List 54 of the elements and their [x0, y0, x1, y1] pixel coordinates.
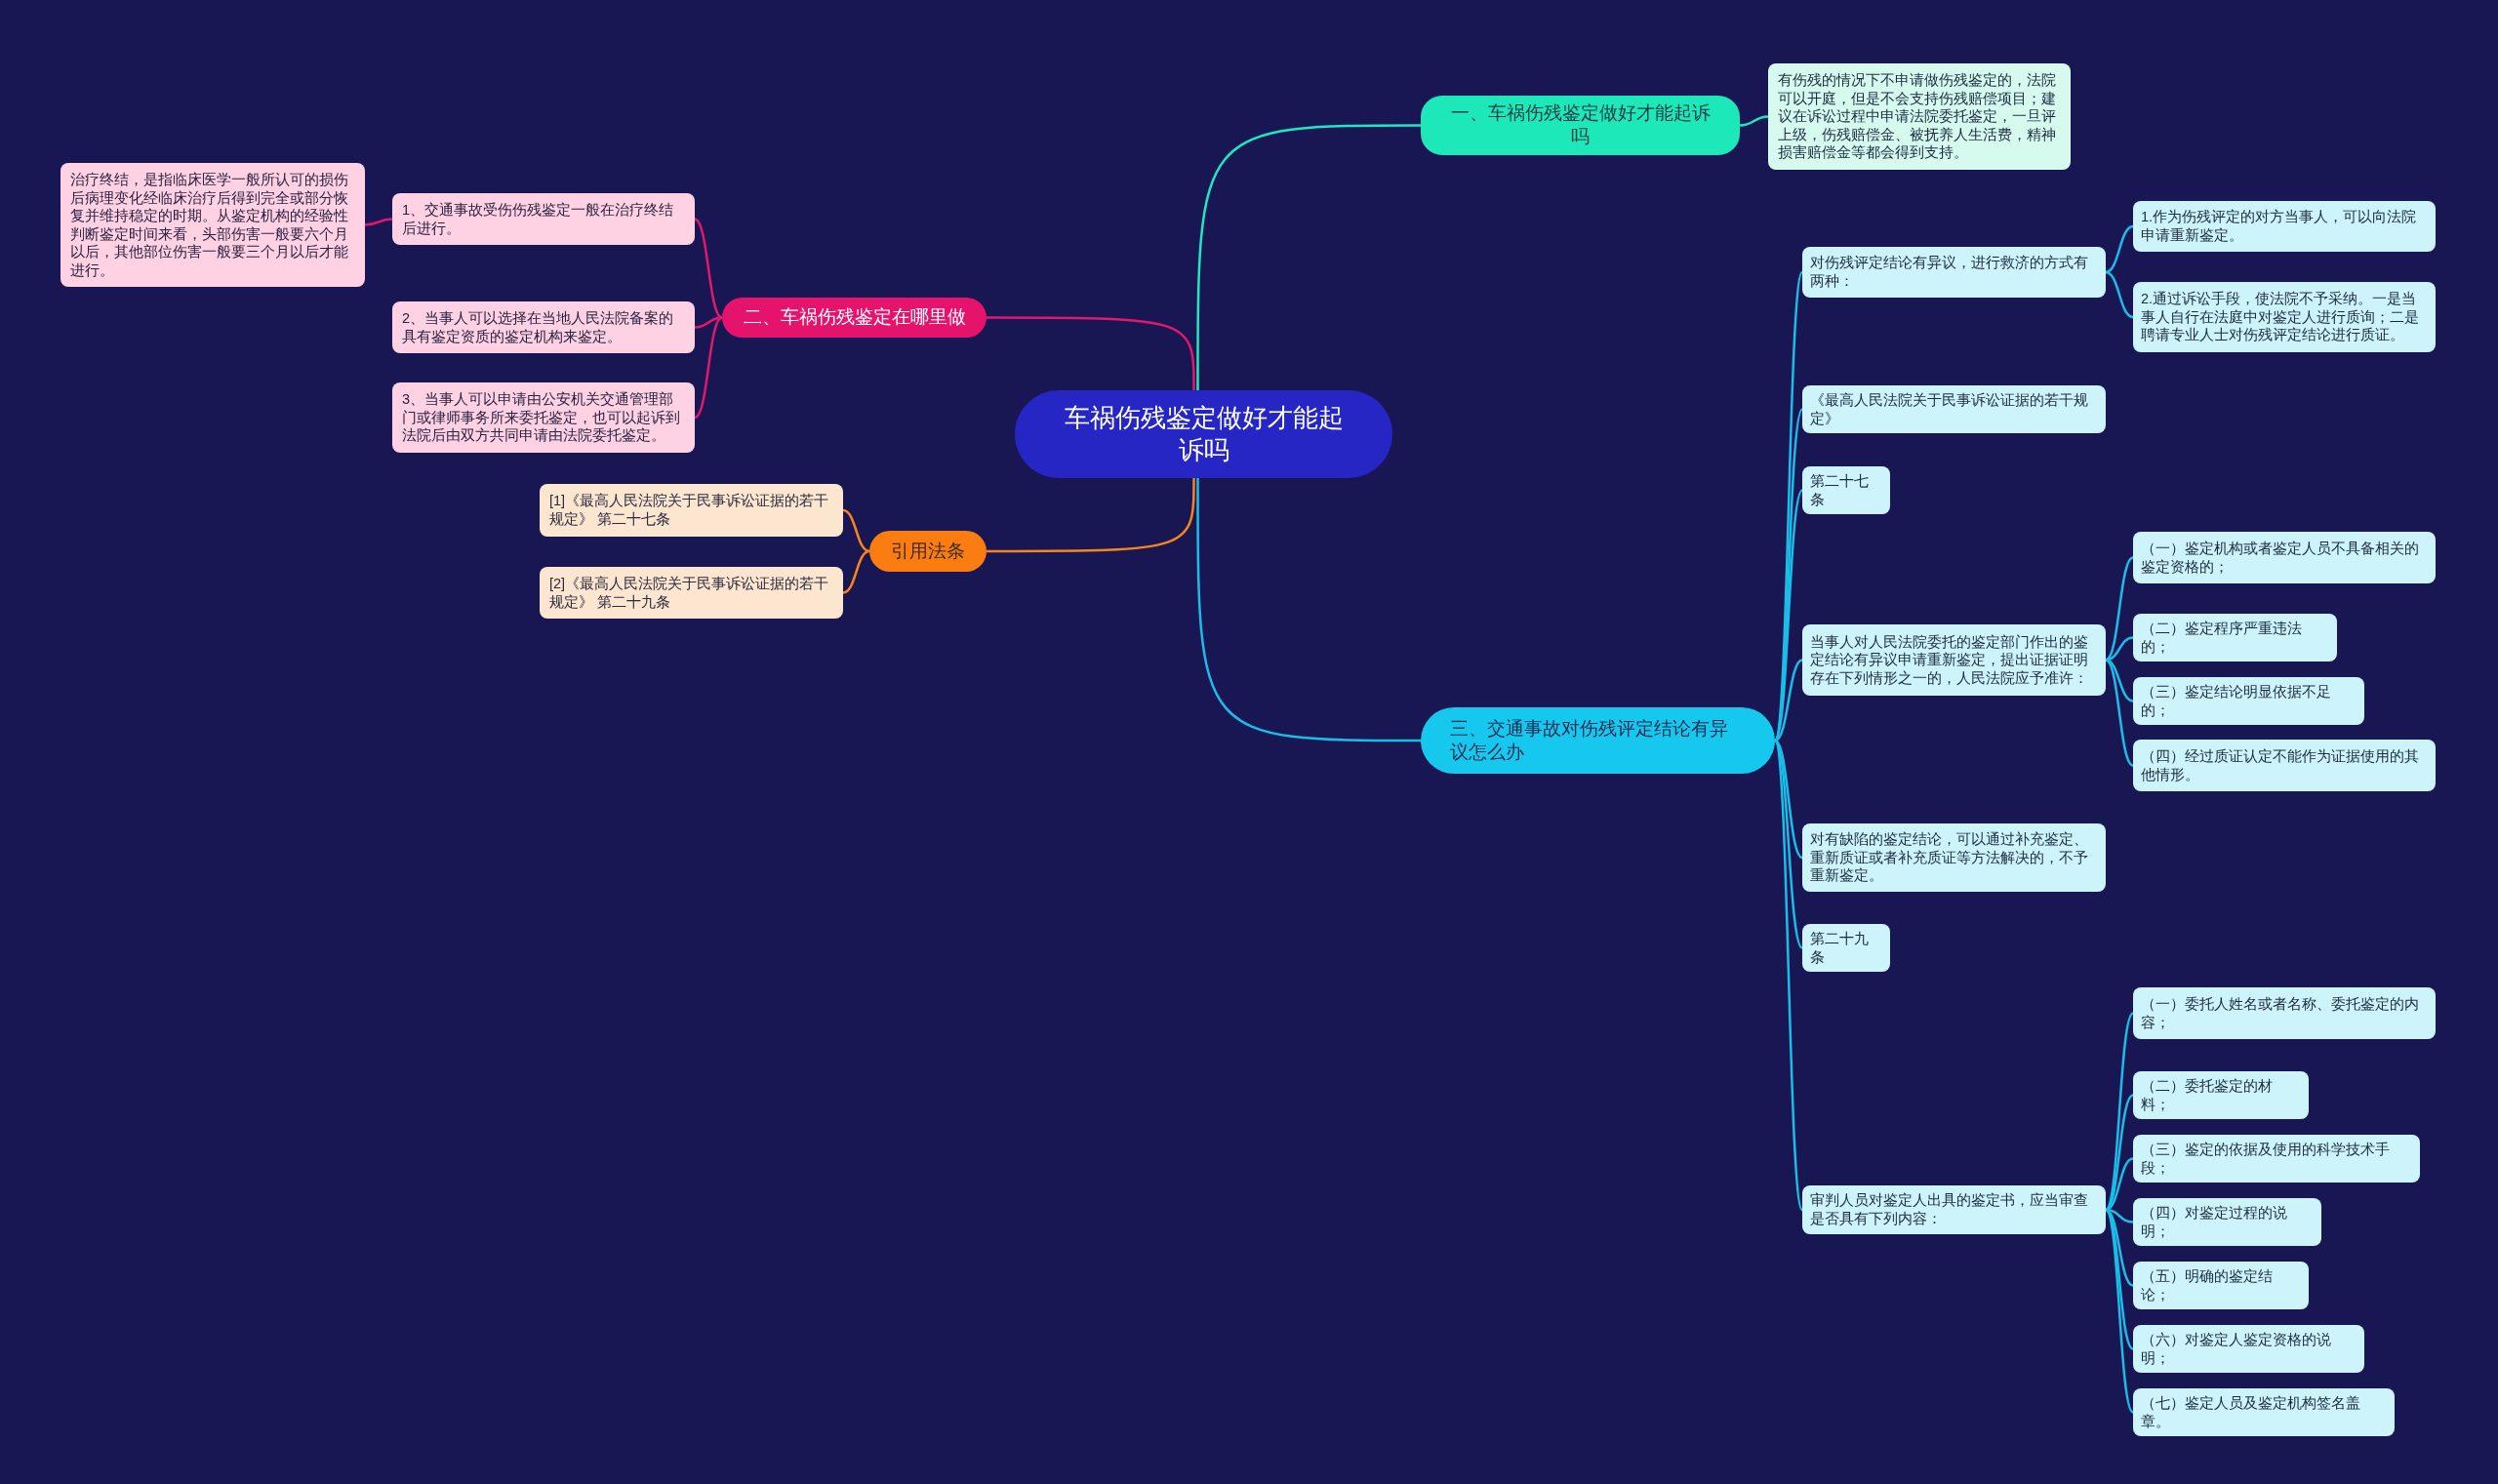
connector-line [1774, 740, 1803, 859]
connector-line [2105, 556, 2134, 662]
connector-line [2105, 1094, 2134, 1211]
detail-box: 2.通过诉讼手段，使法院不予采纳。一是当事人自行在法庭中对鉴定人进行质询；二是聘请专业人士对伤残评定结论进行质证。 [2133, 282, 2436, 352]
connector-line [2105, 1012, 2134, 1211]
detail-box: 第二十九条 [1802, 924, 1890, 973]
connector-line [2105, 1209, 2134, 1414]
connector-line [842, 508, 870, 553]
connector-line [842, 549, 870, 594]
detail-box: 1、交通事故受伤伤残鉴定一般在治疗终结后进行。 [392, 193, 695, 246]
detail-box: 对伤残评定结论有异议，进行救济的方式有两种： [1802, 247, 2106, 298]
branch-topic: 二、车祸伤残鉴定在哪里做 [722, 298, 987, 338]
detail-box: （四）经过质证认定不能作为证据使用的其他情形。 [2133, 740, 2436, 791]
detail-box: 治疗终结，是指临床医学一般所认可的损伤后病理变化经临床治疗后得到完全或部分恢复并维持稳定的时期。从鉴定机构的经验性判断鉴定时间来看，头部伤害一般要六个月以后，其他部位伤害一般要三个月以后才能进行。 [60, 163, 365, 288]
detail-box: （三）鉴定结论明显依据不足的； [2133, 677, 2364, 726]
detail-box: （三）鉴定的依据及使用的科学技术手段； [2133, 1135, 2420, 1183]
connector-line [987, 316, 1195, 390]
detail-box: 《最高人民法院关于民事诉讼证据的若干规定》 [1802, 385, 2106, 434]
detail-box: 有伤残的情况下不申请做伤残鉴定的，法院可以开庭，但是不会支持伤残赔偿项目；建议在诉讼过程中申请法院委托鉴定，一旦评上级，伤残赔偿金、被抚养人生活费，精神损害赔偿金等都会得到支持。 [1768, 63, 2071, 170]
connector-line [2105, 270, 2134, 319]
detail-box: 3、当事人可以申请由公安机关交通管理部门或律师事务所来委托鉴定，也可以起诉到法院后由双方共同申请由法院委托鉴定。 [392, 382, 695, 453]
connector-line [2105, 1209, 2134, 1350]
detail-box: 1.作为伤残评定的对方当事人，可以向法院申请重新鉴定。 [2133, 201, 2436, 252]
branch-topic: 三、交通事故对伤残评定结论有异议怎么办 [1421, 707, 1775, 774]
detail-box: （五）明确的鉴定结论； [2133, 1262, 2309, 1310]
detail-box: （二）委托鉴定的材料； [2133, 1071, 2309, 1120]
connector-line [987, 478, 1195, 553]
connector-line [2105, 659, 2134, 767]
connector-line [1739, 115, 1769, 127]
connector-line [694, 218, 723, 319]
detail-box: 审判人员对鉴定人出具的鉴定书，应当审查是否具有下列内容： [1802, 1185, 2106, 1234]
connector-line [1196, 478, 1421, 742]
detail-box: 2、当事人可以选择在当地人民法院备案的具有鉴定资质的鉴定机构来鉴定。 [392, 301, 695, 354]
detail-box: （七）鉴定人员及鉴定机构签名盖章。 [2133, 1388, 2395, 1437]
detail-box: （四）对鉴定过程的说明； [2133, 1198, 2321, 1247]
detail-box: （一）委托人姓名或者名称、委托鉴定的内容； [2133, 987, 2436, 1039]
connector-line [364, 218, 393, 226]
detail-box: （一）鉴定机构或者鉴定人员不具备相关的鉴定资格的； [2133, 532, 2436, 583]
detail-box: [2]《最高人民法院关于民事诉讼证据的若干规定》 第二十九条 [540, 567, 843, 620]
detail-box: （二）鉴定程序严重违法的； [2133, 614, 2337, 662]
connector-line [1196, 124, 1421, 390]
connector-line [2105, 636, 2134, 662]
detail-box: 对有缺陷的鉴定结论，可以通过补充鉴定、重新质证或者补充质证等方法解决的，不予重新鉴定。 [1802, 823, 2106, 892]
detail-box: （六）对鉴定人鉴定资格的说明； [2133, 1325, 2364, 1374]
central-topic: 车祸伤残鉴定做好才能起诉吗 [1015, 390, 1392, 478]
branch-topic: 引用法条 [869, 531, 987, 572]
detail-box: 当事人对人民法院委托的鉴定部门作出的鉴定结论有异议申请重新鉴定，提出证据证明存在下列情形之一的，人民法院应予准许： [1802, 624, 2106, 696]
connector-line [1774, 659, 1803, 742]
detail-box: 第二十七条 [1802, 466, 1890, 515]
detail-box: [1]《最高人民法院关于民事诉讼证据的若干规定》 第二十七条 [540, 484, 843, 537]
connector-line [2105, 224, 2134, 274]
connector-line [694, 316, 723, 420]
branch-topic: 一、车祸伤残鉴定做好才能起诉吗 [1421, 96, 1740, 155]
connector-line [1773, 740, 1804, 1211]
